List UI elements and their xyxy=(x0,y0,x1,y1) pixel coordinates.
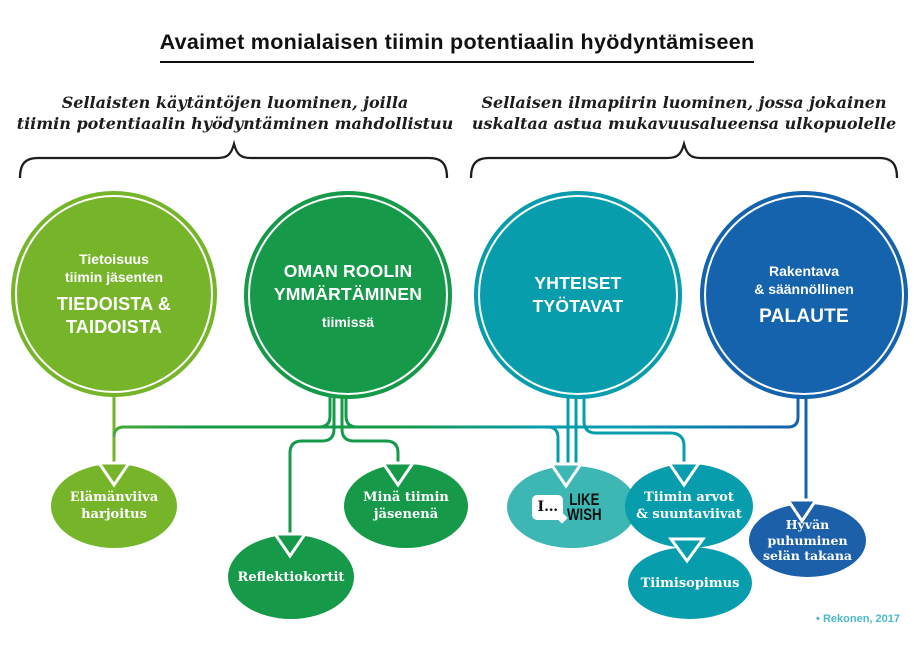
pill-arvot-line1: Tiimin arvot xyxy=(644,490,734,505)
caption-right-line1: Sellaisen ilmapiirin luominen, jossa jok… xyxy=(481,93,887,112)
pill-reflektiokortit-line1: Reflektiokortit xyxy=(237,569,345,585)
circle-palaute-top2: & säännöllinen xyxy=(754,281,854,297)
pill-arvot-line2: & suuntaviivat xyxy=(636,507,742,522)
circle-rooli-sub: tiimissä xyxy=(321,313,375,330)
citation: • Rekonen, 2017 xyxy=(816,613,900,625)
caption-left-line2: tiimin potentiaalin hyödyntäminen mahdol… xyxy=(16,114,454,133)
caption-left: Sellaisten käytäntöjen luominen, joilla … xyxy=(15,92,455,134)
circle-rooli-main1: OMAN ROOLIN xyxy=(283,260,413,281)
title-wrap: Avaimet monialaisen tiimin potentiaalin … xyxy=(0,30,914,63)
connector-tyotavat-group xyxy=(542,397,686,468)
pill-mina-line1: Minä tiimin xyxy=(363,490,449,505)
like-wish-line2: WISH xyxy=(567,505,602,524)
like-wish-logo: I… LIKE WISH xyxy=(532,490,611,524)
pill-elamanviiva-line1: Elämänviiva xyxy=(69,490,159,505)
pill-tiimisopimus-line1: Tiimisopimus xyxy=(640,575,740,591)
left-brace-icon xyxy=(18,139,449,179)
pill-elamanviiva-line2: harjoitus xyxy=(81,507,147,522)
pill-mina: Minä tiimin jäsenenä xyxy=(344,464,468,548)
pill-arvot: Tiimin arvot & suuntaviivat xyxy=(625,464,753,548)
like-wish-line1: LIKE xyxy=(569,490,600,509)
pill-mina-line2: jäsenenä xyxy=(373,507,439,522)
circle-tiedoista: Tietoisuus tiimin jäsenten TIEDOISTA & T… xyxy=(11,191,217,397)
speech-bubble-icon: I… xyxy=(532,494,564,520)
circle-palaute: Rakentava & säännöllinen PALAUTE xyxy=(700,191,908,399)
pill-hyvan-line2: puhuminen xyxy=(767,532,848,548)
pill-elamanviiva: Elämänviiva harjoitus xyxy=(51,464,177,548)
right-brace-icon xyxy=(469,139,899,179)
pill-tiimisopimus: Tiimisopimus xyxy=(628,547,752,619)
caption-left-line1: Sellaisten käytäntöjen luominen, joilla xyxy=(61,93,409,112)
circle-tyotavat-main1: YHTEISET xyxy=(534,273,622,293)
circle-rooli: OMAN ROOLIN YMMÄRTÄMINEN tiimissä xyxy=(244,191,452,399)
circle-rooli-main2: YMMÄRTÄMINEN xyxy=(273,283,423,304)
pill-likewish: I… LIKE WISH xyxy=(507,466,637,548)
pill-hyvan-line1: Hyvän xyxy=(785,517,830,533)
caption-right-line2: uskaltaa astua mukavuusalueensa ulkopuol… xyxy=(471,114,897,133)
circle-tyotavat-main2: TYÖTAVAT xyxy=(532,296,624,316)
page-title: Avaimet monialaisen tiimin potentiaalin … xyxy=(159,30,755,63)
circle-tiedoista-main2: TAIDOISTA xyxy=(65,316,163,337)
pill-hyvan-line3: selän takana xyxy=(762,548,853,564)
circle-tiedoista-main1: TIEDOISTA & xyxy=(56,293,172,314)
circle-tyotavat: YHTEISET TYÖTAVAT xyxy=(474,191,682,399)
like-wish-text: LIKE WISH xyxy=(567,490,602,524)
pill-reflektiokortit: Reflektiokortit xyxy=(228,535,354,619)
caption-right: Sellaisen ilmapiirin luominen, jossa jok… xyxy=(459,92,909,134)
circle-palaute-top1: Rakentava xyxy=(768,263,840,279)
circle-palaute-main1: PALAUTE xyxy=(759,306,849,327)
circle-tiedoista-top2: tiimin jäsenten xyxy=(64,268,164,285)
pill-hyvan: Hyvän puhuminen selän takana xyxy=(749,504,866,577)
circle-tiedoista-top1: Tietoisuus xyxy=(79,250,149,267)
connector-bus xyxy=(112,397,800,438)
